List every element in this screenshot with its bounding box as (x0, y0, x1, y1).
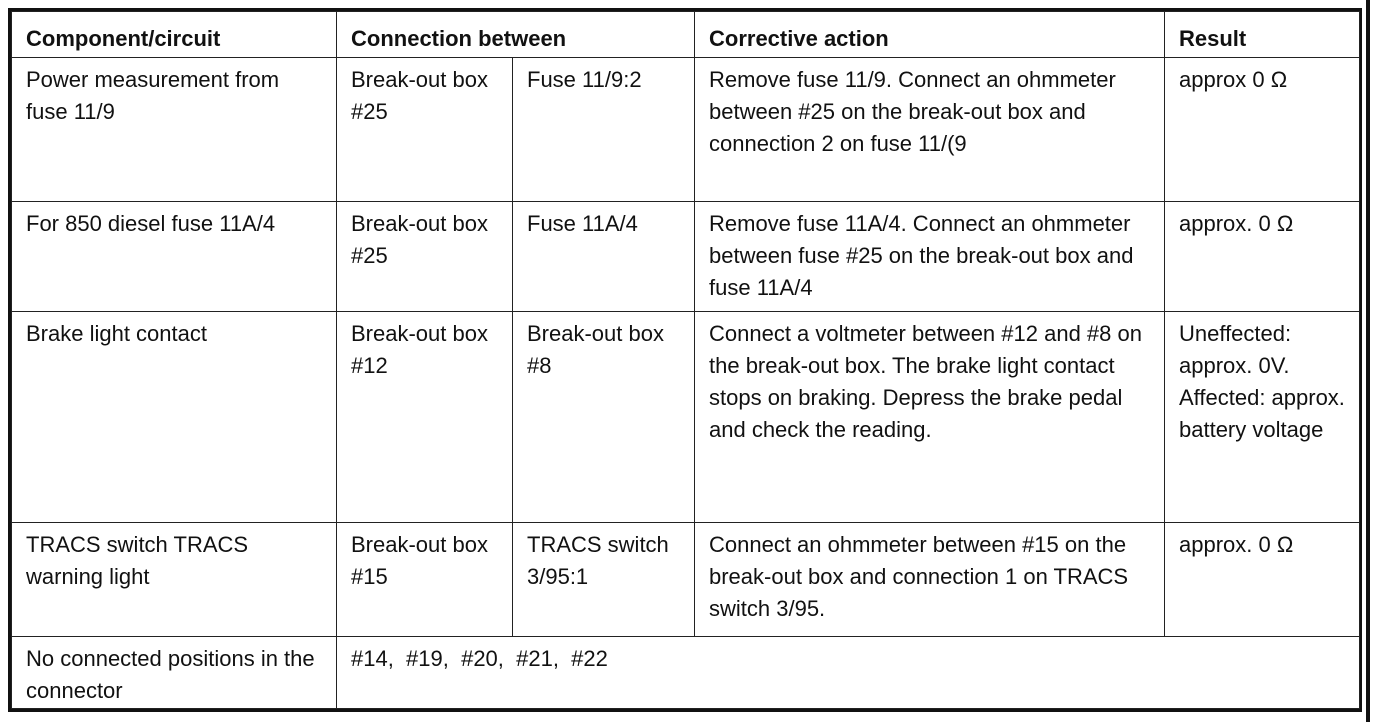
header-component: Component/circuit (11, 11, 337, 58)
component-cell: No connected positions in the connector (11, 635, 337, 710)
table-row: No connected positions in the connector … (11, 635, 1360, 710)
action-cell: Connect a voltmeter between #12 and #8 o… (694, 311, 1165, 523)
connection-from-cell: Break-out box #12 (336, 311, 513, 523)
table-row: For 850 diesel fuse 11A/4 Break-out box … (11, 201, 1360, 313)
connection-to-cell: Break-out box #8 (512, 311, 695, 523)
connection-to-cell: Fuse 11A/4 (512, 201, 695, 313)
table-frame (8, 8, 1362, 712)
action-cell: Remove fuse 11/9. Connect an ohmmeter be… (694, 56, 1165, 203)
component-cell: Brake light contact (11, 311, 337, 523)
result-cell: Uneffected: approx. 0V. Affected: approx… (1164, 311, 1360, 523)
action-cell: Remove fuse 11A/4. Connect an ohmmeter b… (694, 201, 1165, 313)
table-row: Brake light contact Break-out box #12 Br… (11, 311, 1360, 523)
component-cell: TRACS switch TRACS warning light (11, 521, 337, 637)
table-row: TRACS switch TRACS warning light Break-o… (11, 521, 1360, 637)
connection-from-cell: Break-out box #25 (336, 56, 513, 203)
connection-to-cell: TRACS switch 3/95:1 (512, 521, 695, 637)
diagnostic-table: Component/circuit Connection between Cor… (11, 11, 1360, 710)
result-cell: approx 0 Ω (1164, 56, 1360, 203)
header-action: Corrective action (694, 11, 1165, 58)
connection-from-cell: Break-out box #25 (336, 201, 513, 313)
page-edge (1366, 0, 1370, 722)
result-cell: approx. 0 Ω (1164, 201, 1360, 313)
header-result: Result (1164, 11, 1360, 58)
connection-to-cell: Fuse 11/9:2 (512, 56, 695, 203)
header-connection: Connection between (336, 11, 695, 58)
positions-cell: #14, #19, #20, #21, #22 (336, 635, 1360, 710)
table-row: Power measurement from fuse 11/9 Break-o… (11, 56, 1360, 203)
component-cell: For 850 diesel fuse 11A/4 (11, 201, 337, 313)
header-row: Component/circuit Connection between Cor… (11, 11, 1360, 58)
action-cell: Connect an ohmmeter between #15 on the b… (694, 521, 1165, 637)
result-cell: approx. 0 Ω (1164, 521, 1360, 637)
connection-from-cell: Break-out box #15 (336, 521, 513, 637)
component-cell: Power measurement from fuse 11/9 (11, 56, 337, 203)
